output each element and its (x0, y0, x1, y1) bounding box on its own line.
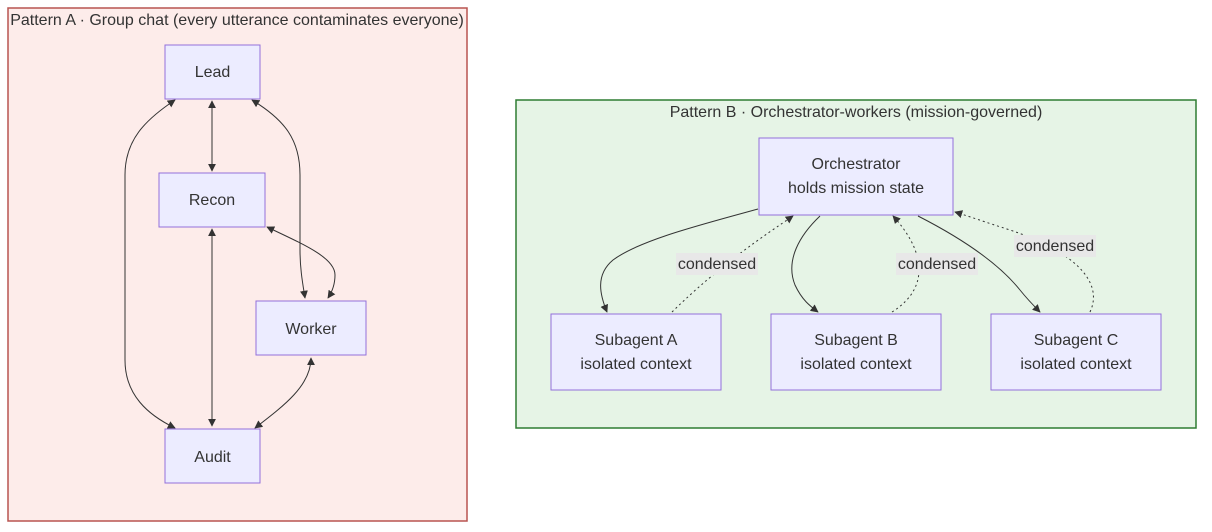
edge-subagent-b-orch (891, 215, 920, 313)
pattern-b-return-edges (671, 210, 1094, 313)
node-recon: Recon (158, 172, 266, 228)
edge-orch-subagent-a (600, 208, 759, 313)
pattern-b-title: Pattern B · Orchestrator-workers (missio… (670, 104, 1043, 121)
node-subagent-a-line2: isolated context (580, 356, 692, 373)
pattern-b-dispatch-edges (600, 208, 1041, 313)
node-subagent-b-line1: Subagent B (814, 332, 898, 349)
node-orchestrator: Orchestrator holds mission state (758, 137, 954, 216)
node-lead-box (164, 44, 261, 100)
pattern-a-edges (124, 99, 336, 429)
node-subagent-b: Subagent B isolated context (770, 313, 942, 391)
node-subagent-a-box (550, 313, 722, 391)
node-subagent-c-box (990, 313, 1162, 391)
node-worker-box (255, 300, 367, 356)
node-recon-label: Recon (189, 192, 235, 209)
pattern-b-cluster: Pattern B · Orchestrator-workers (missio… (515, 99, 1197, 429)
node-orchestrator-line1: Orchestrator (812, 156, 902, 173)
node-orchestrator-line2: holds mission state (788, 180, 924, 197)
edge-lead-audit (124, 99, 176, 429)
pattern-a-cluster: Pattern A · Group chat (every utterance … (7, 7, 468, 522)
node-worker-label: Worker (285, 321, 337, 338)
node-subagent-c-line1: Subagent C (1034, 332, 1119, 349)
node-lead-label: Lead (195, 64, 231, 81)
edge-label-b: condensed (896, 253, 978, 275)
edge-label-b-text: condensed (898, 256, 976, 273)
edge-recon-worker (266, 226, 336, 299)
node-subagent-a-line1: Subagent A (595, 332, 678, 349)
node-subagent-c: Subagent C isolated context (990, 313, 1162, 391)
edge-label-c-text: condensed (1016, 238, 1094, 255)
edge-label-b-bg (896, 253, 978, 275)
node-subagent-a: Subagent A isolated context (550, 313, 722, 391)
node-subagent-b-box (770, 313, 942, 391)
edge-orch-subagent-b (791, 215, 821, 313)
edge-label-c-bg (1014, 235, 1096, 257)
node-audit-label: Audit (194, 449, 231, 466)
edge-label-a-bg (676, 253, 758, 275)
node-lead: Lead (164, 44, 261, 100)
node-worker: Worker (255, 300, 367, 356)
node-audit: Audit (164, 428, 261, 484)
node-orchestrator-box (758, 137, 954, 216)
node-audit-box (164, 428, 261, 484)
edge-worker-audit (254, 357, 315, 429)
edge-orch-subagent-c (917, 215, 1041, 313)
edge-label-a-text: condensed (678, 256, 756, 273)
pattern-a-title: Pattern A · Group chat (every utterance … (10, 12, 464, 29)
node-subagent-b-line2: isolated context (800, 356, 912, 373)
node-recon-box (158, 172, 266, 228)
node-subagent-c-line2: isolated context (1020, 356, 1132, 373)
edge-label-a: condensed (676, 253, 758, 275)
edge-label-c: condensed (1014, 235, 1096, 257)
